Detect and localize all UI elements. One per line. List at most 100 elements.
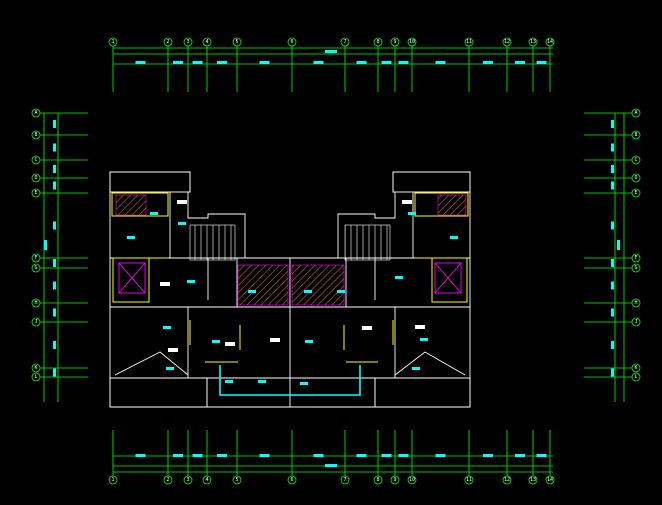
right-total-dim xyxy=(617,240,620,250)
top-axis-bubble xyxy=(287,37,297,47)
bottom-axis-bubble-label: 1 xyxy=(111,477,114,483)
top-axis-bubble-label: 12 xyxy=(504,39,510,45)
left-axis-bubble xyxy=(31,173,41,183)
left-axis-bubble-label: G xyxy=(34,265,37,271)
left-dim-text xyxy=(53,120,56,128)
top-axis-bubble xyxy=(502,37,512,47)
hatched-areas xyxy=(115,194,467,306)
right-axis-bubble xyxy=(631,363,641,373)
top-axis-bubble-label: 2 xyxy=(166,39,169,45)
left-axis-bubble-label: H xyxy=(34,300,37,306)
right-axis-bubble-label: G xyxy=(634,265,637,271)
room-tag xyxy=(420,338,428,341)
right-axis-bubble-label: A xyxy=(634,110,637,116)
top-axis-bubble xyxy=(108,37,118,47)
bottom-axis-bubble-label: 10 xyxy=(409,477,415,483)
bottom-axis-bubble xyxy=(183,475,193,485)
left-axis-bubble xyxy=(31,130,41,140)
right-dim-text xyxy=(611,259,614,267)
right-axis-bubble xyxy=(631,372,641,382)
top-dim-text xyxy=(135,61,146,64)
left-axis-bubble xyxy=(31,108,41,118)
left-axis-bubble-label: C xyxy=(34,157,37,163)
building-outline xyxy=(109,171,471,408)
left-axis-bubble-label: F xyxy=(34,255,37,261)
top-axis-bubble-label: 14 xyxy=(547,39,553,45)
top-axis-bubble xyxy=(373,37,383,47)
top-total-dim xyxy=(325,50,337,53)
left-axis-bubble xyxy=(31,253,41,263)
bottom-axis-bubble xyxy=(528,475,538,485)
room-tag xyxy=(150,212,158,215)
left-axis-bubble xyxy=(31,188,41,198)
bottom-axis-bubble-label: 5 xyxy=(235,477,238,483)
left-axis-bubble xyxy=(31,298,41,308)
top-dimension-chain xyxy=(113,47,553,65)
top-axis-bubble xyxy=(464,37,474,47)
right-axis-bubble xyxy=(631,155,641,165)
room-tag xyxy=(163,326,171,329)
right-axis-bubble-label: H xyxy=(634,300,637,306)
top-dim-text xyxy=(192,61,203,64)
top-dim-text xyxy=(435,61,446,64)
left-dim-text xyxy=(53,281,56,290)
top-dim-text xyxy=(217,61,227,64)
bottom-axis-bubble-label: 4 xyxy=(205,477,208,483)
room-tag xyxy=(258,380,266,383)
top-axis-bubble xyxy=(340,37,350,47)
bottom-dim-text xyxy=(398,454,409,457)
room-tag xyxy=(412,367,420,370)
bottom-axis-bubble-label: 3 xyxy=(186,477,189,483)
top-axis-bubble xyxy=(232,37,242,47)
right-axis-bubble-label: B xyxy=(634,132,637,138)
room-tag-white xyxy=(402,200,412,204)
bottom-dim-text xyxy=(381,454,392,457)
top-axis-bubble-label: 9 xyxy=(393,39,396,45)
bottom-axis-bubble xyxy=(108,475,118,485)
right-axis-bubble-label: C xyxy=(634,157,637,163)
right-dim-text xyxy=(611,341,614,349)
right-axis-bubble-label: F xyxy=(634,255,637,261)
right-axis-bubble-label: K xyxy=(634,365,637,371)
top-dim-text xyxy=(536,61,547,64)
bottom-axis-bubble xyxy=(545,475,555,485)
room-tag xyxy=(212,340,220,343)
bottom-dim-text xyxy=(135,454,146,457)
right-dim-text xyxy=(611,143,614,152)
bottom-axis-bubble xyxy=(202,475,212,485)
bottom-axis-bubble-label: 13 xyxy=(530,477,536,483)
room-tag xyxy=(248,290,256,293)
bottom-axis-bubble-label: 12 xyxy=(504,477,510,483)
right-axis-bubble-label: L xyxy=(634,374,637,380)
top-dim-text xyxy=(515,61,525,64)
left-dim-text xyxy=(53,308,56,317)
left-axis-bubble-label: B xyxy=(34,132,37,138)
top-dim-text xyxy=(356,61,367,64)
top-axis-bubble xyxy=(528,37,538,47)
top-axis-bubble-label: 6 xyxy=(290,39,293,45)
right-axis-bubble xyxy=(631,253,641,263)
room-tag-white xyxy=(362,326,372,330)
right-dimension-chain xyxy=(614,113,625,402)
room-tag xyxy=(178,222,186,225)
left-axis-bubble-label: D xyxy=(34,175,37,181)
right-axis-bubble-label: D xyxy=(634,175,637,181)
right-axis-bubble xyxy=(631,263,641,273)
top-dim-text xyxy=(313,61,324,64)
top-axis-bubble xyxy=(390,37,400,47)
room-tag xyxy=(337,290,345,293)
left-total-dim xyxy=(44,240,47,250)
left-axis-bubble-label: J xyxy=(34,319,37,325)
right-axis-bubble-label: E xyxy=(634,190,637,196)
right-axis-bubble xyxy=(631,298,641,308)
bottom-dim-text xyxy=(192,454,203,457)
room-tag xyxy=(408,212,416,215)
left-dim-text xyxy=(53,368,56,377)
room-tag-white xyxy=(160,282,170,286)
right-dim-text xyxy=(611,165,614,173)
room-tag-white xyxy=(415,325,425,329)
right-axis-bubble-label: J xyxy=(634,319,637,325)
bottom-axis-bubble xyxy=(232,475,242,485)
bottom-axis-bubble-label: 2 xyxy=(166,477,169,483)
right-axis-bubble xyxy=(631,108,641,118)
